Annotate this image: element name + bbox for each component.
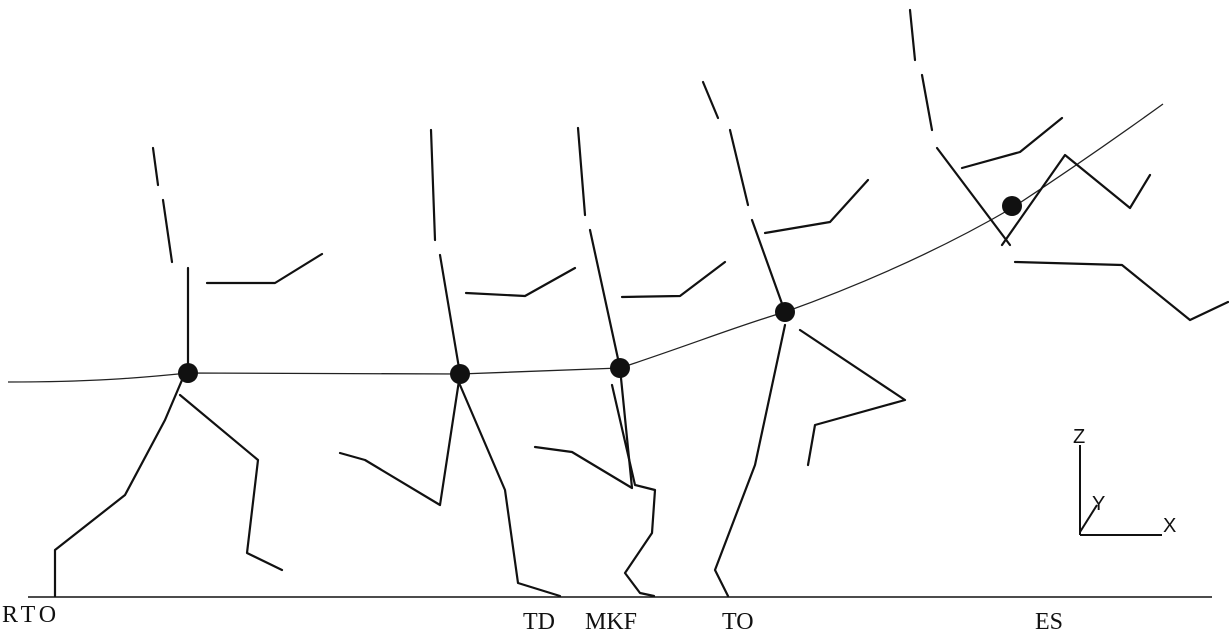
stick-figure-to (701, 80, 907, 598)
event-label-to: TO (722, 609, 754, 634)
y-axis (1079, 504, 1098, 533)
event-label-td: TD (523, 609, 555, 634)
event-label-mkf: MKF (585, 609, 637, 634)
hip-marker (450, 364, 470, 384)
event-label-rto: RTO (2, 602, 60, 628)
z-axis-label: Z (1073, 426, 1085, 448)
stick-figure-es (908, 8, 1229, 322)
y-axis-label: Y (1092, 493, 1105, 515)
stick-figure-td (338, 128, 577, 598)
stick-figure-mkf (533, 126, 727, 598)
hip-trajectory (7, 103, 1164, 383)
hip-marker (1002, 196, 1022, 216)
axis-triad: Z Y X (1073, 426, 1176, 537)
x-axis-label: X (1163, 515, 1176, 537)
event-label-es: ES (1035, 609, 1063, 634)
hip-marker (775, 302, 795, 322)
hip-marker (178, 363, 198, 383)
hip-marker (610, 358, 630, 378)
stick-figure-rto (53, 146, 324, 598)
